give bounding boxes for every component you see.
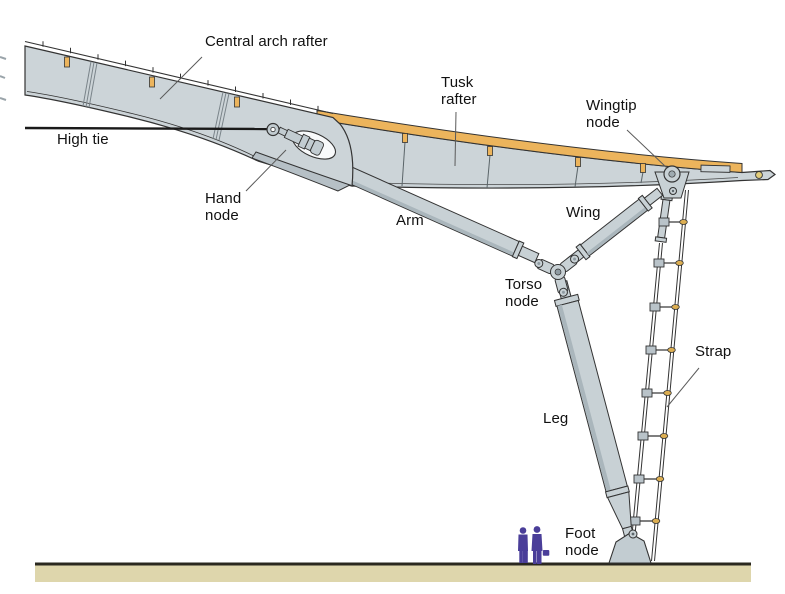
foot-node-assembly [608,529,652,564]
arm-member [309,150,540,264]
cut-marks [0,56,7,101]
leader-central-arch-rafter [159,56,203,100]
label-wingtip-node: Wingtip node [586,97,637,131]
rafter-bottom-flange-line [26,91,257,158]
torso-node-hub [534,254,580,297]
hand-node-piston [277,126,325,156]
high-tie-eye-pin [270,126,276,133]
ground [35,562,751,582]
rafter-orange-tabs [64,56,240,108]
leader-wingtip-node [626,129,668,169]
leader-tusk-rafter [454,111,457,167]
central-arch-rafter-shape [24,40,354,187]
label-torso-node: Torso node [505,276,543,310]
leader-strap [666,367,700,408]
label-high-tie: High tie [57,131,109,148]
rafter-panel-joints [82,61,230,141]
strap-rear-bar [651,189,689,562]
top-rail-line [24,40,334,115]
label-strap: Strap [695,343,732,360]
label-tusk-rafter: Tusk rafter [441,74,477,108]
label-leg: Leg [543,410,569,427]
hand-node-assembly [24,122,337,160]
chord-end-notch [700,164,731,173]
rail-tick-marks [42,41,319,112]
wingtip-node-hub [654,165,690,199]
leader-lines [159,56,700,408]
ground-strip [35,565,751,582]
tusk-bottom-flange-line [357,177,739,185]
scale-figures-icon [518,526,550,564]
leg-member [553,280,636,543]
strap-assembly [629,189,689,562]
jaw-gusset [251,151,352,192]
label-hand-node: Hand node [205,190,242,224]
tip-pin-hole [755,171,763,179]
leader-hand-node [245,149,287,192]
strap-fittings [629,217,688,526]
high-tie-line [24,126,268,131]
label-foot-node: Foot node [565,525,599,559]
label-arm: Arm [396,212,424,229]
label-central-arch-rafter: Central arch rafter [205,33,328,50]
wing-member [566,187,664,267]
label-wing: Wing [566,204,601,221]
tusk-panel-joints [401,141,644,189]
